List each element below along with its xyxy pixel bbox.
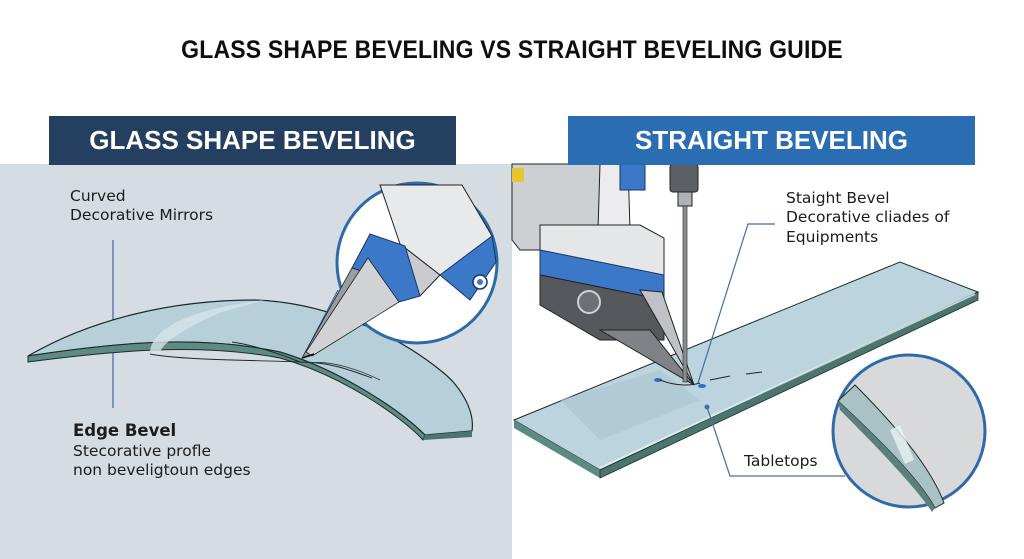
tabletops-callout: Tabletops (744, 452, 818, 471)
straight-beveling-panel: Staight Bevel Decorative cliades of Equi… (511, 163, 1024, 559)
callout-desc: Decorative cliades of (786, 208, 950, 227)
callout-title: Staight Bevel (786, 189, 890, 207)
callout-desc: Decorative Mirrors (70, 206, 214, 225)
callout-desc: non beveligtoun edges (73, 461, 251, 479)
curved-glass-illustration (27, 181, 499, 441)
callout-title: Edge Bevel (73, 421, 177, 440)
main-title: GLASS SHAPE BEVELING VS STRAIGHT BEVELIN… (181, 36, 843, 64)
shape-beveling-panel: Curved Decorative Mirrors Edge Bevel Ste… (0, 164, 512, 559)
callout-desc: Stecorative profle (73, 441, 212, 460)
shape-beveling-banner: GLASS SHAPE BEVELING (49, 116, 456, 165)
straight-bevel-machine-illustration (511, 163, 987, 512)
callout-desc: Equipments (786, 227, 879, 246)
callout-title: Curved (70, 187, 126, 205)
curved-mirrors-callout: Curved Decorative Mirrors (70, 187, 213, 226)
straight-beveling-banner: STRAIGHT BEVELING (568, 116, 975, 165)
straight-bevel-callout: Staight Bevel Decorative cliades of Equi… (786, 189, 949, 247)
callout-title: Tabletops (744, 452, 818, 470)
edge-bevel-callout: Edge Bevel Stecorative profle non beveli… (73, 421, 251, 480)
